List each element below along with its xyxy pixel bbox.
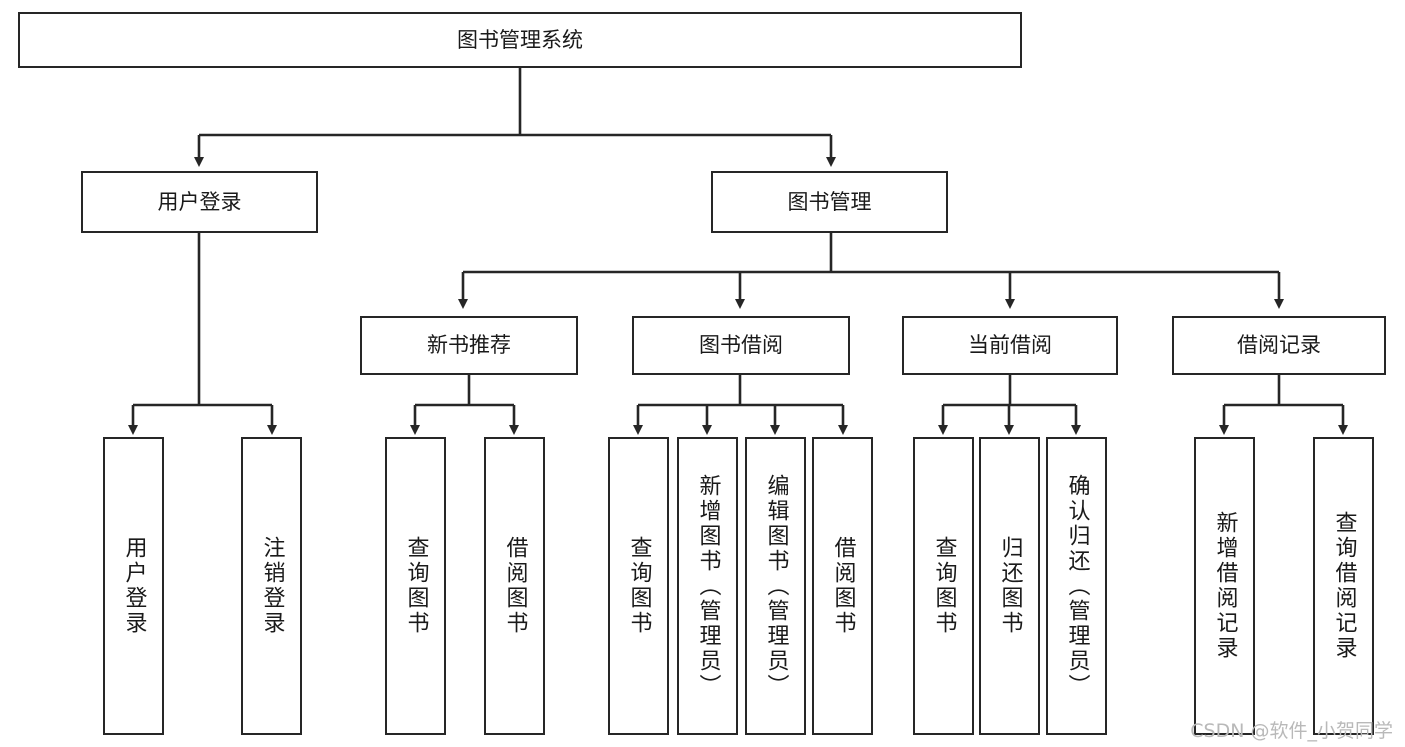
node-label: 查询图书	[931, 536, 957, 636]
node-label: 确认归还（管理员）	[1064, 473, 1090, 699]
node-label: 新增借阅记录	[1212, 511, 1238, 661]
leaf-query-borrow-record[interactable]: 查询借阅记录	[1313, 437, 1374, 735]
node-label: 新增图书（管理员）	[695, 473, 721, 699]
node-label: 当前借阅	[968, 333, 1052, 357]
leaf-query-book-current[interactable]: 查询图书	[913, 437, 974, 735]
node-label: 借阅图书	[830, 536, 856, 636]
node-user-login[interactable]: 用户登录	[81, 171, 318, 233]
leaf-borrow-book[interactable]: 借阅图书	[812, 437, 873, 735]
leaf-user-login[interactable]: 用户登录	[103, 437, 164, 735]
leaf-query-book-borrow[interactable]: 查询图书	[608, 437, 669, 735]
leaf-borrow-book-recommend[interactable]: 借阅图书	[484, 437, 545, 735]
node-new-book-recommend[interactable]: 新书推荐	[360, 316, 578, 375]
node-label: 用户登录	[157, 189, 242, 214]
node-label: 归还图书	[997, 536, 1023, 636]
node-label: 用户登录	[121, 536, 147, 636]
leaf-edit-book-admin[interactable]: 编辑图书（管理员）	[745, 437, 806, 735]
node-label: 图书管理系统	[457, 27, 583, 52]
node-label: 编辑图书（管理员）	[763, 473, 789, 699]
node-book-borrow[interactable]: 图书借阅	[632, 316, 850, 375]
node-label: 查询借阅记录	[1331, 511, 1357, 661]
node-label: 注销登录	[259, 536, 285, 636]
node-label: 查询图书	[626, 536, 652, 636]
node-borrow-record[interactable]: 借阅记录	[1172, 316, 1386, 375]
node-current-borrow[interactable]: 当前借阅	[902, 316, 1118, 375]
node-label: 借阅图书	[502, 536, 528, 636]
node-root-system[interactable]: 图书管理系统	[18, 12, 1022, 68]
leaf-add-borrow-record[interactable]: 新增借阅记录	[1194, 437, 1255, 735]
node-label: 借阅记录	[1237, 333, 1321, 357]
node-book-management[interactable]: 图书管理	[711, 171, 948, 233]
leaf-return-book[interactable]: 归还图书	[979, 437, 1040, 735]
leaf-confirm-return-admin[interactable]: 确认归还（管理员）	[1046, 437, 1107, 735]
leaf-add-book-admin[interactable]: 新增图书（管理员）	[677, 437, 738, 735]
node-label: 图书管理	[787, 189, 872, 214]
leaf-logout[interactable]: 注销登录	[241, 437, 302, 735]
node-label: 查询图书	[403, 536, 429, 636]
leaf-query-book-recommend[interactable]: 查询图书	[385, 437, 446, 735]
node-label: 图书借阅	[699, 333, 783, 357]
node-label: 新书推荐	[427, 333, 511, 357]
